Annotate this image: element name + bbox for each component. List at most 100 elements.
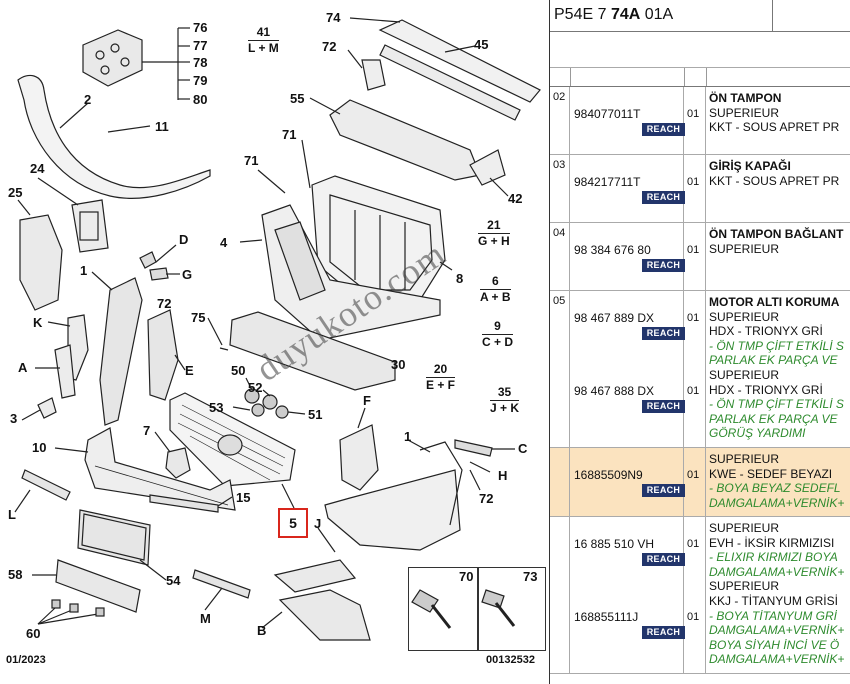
reach-badge: REACH bbox=[642, 259, 685, 272]
reach-badge: REACH bbox=[642, 484, 685, 497]
part-number[interactable]: 98 384 676 80 bbox=[574, 243, 651, 257]
part-number[interactable]: 16885509N9 bbox=[574, 468, 643, 482]
diagram-ref-number: 00132532 bbox=[486, 654, 535, 666]
callout-53: 53 bbox=[209, 400, 224, 415]
callout-51: 51 bbox=[308, 407, 323, 422]
part-spec: KKT - SOUS APRET PR bbox=[709, 120, 840, 135]
part-note: DAMGALAMA+VERNİK+ bbox=[709, 623, 845, 638]
group-35: 35 J + K bbox=[490, 385, 520, 416]
group-number: 6 bbox=[491, 274, 499, 288]
part-spec: EVH - İKSİR KIRMIZISI bbox=[709, 535, 835, 550]
part-note: - ÖN TMP ÇİFT ETKİLİ S bbox=[709, 338, 844, 353]
callout-1: 1 bbox=[80, 263, 88, 278]
fastener-inset-box bbox=[408, 567, 546, 651]
part-number[interactable]: 98 467 888 DX bbox=[574, 384, 655, 398]
callout-77: 77 bbox=[193, 38, 208, 53]
part-spec: SUPERIEUR bbox=[709, 105, 780, 120]
callout-71: 71 bbox=[282, 127, 297, 142]
callout-80: 80 bbox=[193, 92, 208, 107]
highlighted-part-5[interactable]: 5 bbox=[278, 508, 308, 538]
callout-42: 42 bbox=[508, 191, 523, 206]
group-members: J + K bbox=[490, 399, 520, 415]
part-note: - ÖN TMP ÇİFT ETKİLİ S bbox=[709, 397, 844, 412]
callout-3: 3 bbox=[10, 411, 18, 426]
callout-7: 7 bbox=[143, 423, 151, 438]
group-21: 21 G + H bbox=[478, 218, 510, 249]
part-number[interactable]: 16 885 510 VH bbox=[574, 537, 655, 551]
quantity: 01 bbox=[687, 611, 700, 623]
part-spec: SUPERIEUR bbox=[709, 368, 780, 382]
callout-J: J bbox=[314, 516, 322, 531]
group-members: L + M bbox=[248, 39, 279, 55]
quantity-cell: 01 bbox=[684, 223, 706, 290]
part-number[interactable]: 98 467 889 DX bbox=[574, 311, 655, 325]
group-members: C + D bbox=[482, 333, 514, 349]
quantity: 01 bbox=[687, 108, 700, 120]
part-spec: SUPERIEUR bbox=[709, 452, 780, 466]
group-number: 20 bbox=[433, 362, 448, 376]
part-number[interactable]: 168855111J bbox=[574, 610, 639, 624]
part-spec: SUPERIEUR bbox=[709, 521, 780, 535]
part-note: PARLAK EK PARÇA VE bbox=[709, 353, 838, 368]
group-9: 9 C + D bbox=[482, 319, 514, 350]
part-note: GÖRÜŞ YARDIMI bbox=[709, 426, 806, 441]
quantity: 01 bbox=[687, 176, 700, 188]
quantity-cell: 01 01 bbox=[684, 517, 706, 673]
quantity: 01 bbox=[687, 244, 700, 256]
callout-30: 30 bbox=[391, 357, 406, 372]
row-index bbox=[550, 448, 570, 516]
part-number[interactable]: 984077011T bbox=[574, 107, 641, 121]
quantity: 01 bbox=[687, 469, 700, 481]
part-spec: KWE - SEDEF BEYAZI bbox=[709, 466, 833, 481]
callout-74: 74 bbox=[326, 10, 341, 25]
part-note: DAMGALAMA+VERNİK+ bbox=[709, 652, 845, 667]
callout-4: 4 bbox=[220, 235, 228, 250]
callout-79: 79 bbox=[193, 73, 208, 88]
callout-76: 76 bbox=[193, 20, 208, 35]
callout-M: M bbox=[200, 611, 211, 626]
part-note: PARLAK EK PARÇA VE bbox=[709, 411, 838, 426]
part-spec: SUPERIEUR bbox=[709, 579, 780, 594]
callout-70: 70 bbox=[459, 569, 474, 584]
part-spec: SUPERIEUR bbox=[709, 241, 780, 256]
callout-72-b: 72 bbox=[157, 296, 172, 311]
callout-25: 25 bbox=[8, 185, 23, 200]
part-spec: KKJ - TİTANYUM GRİSİ bbox=[709, 594, 838, 608]
callout-A: A bbox=[18, 360, 28, 375]
part-spec: HDX - TRIONYX GRİ bbox=[709, 324, 823, 339]
callout-B: B bbox=[257, 623, 267, 638]
callout-11: 11 bbox=[155, 119, 169, 134]
callout-H: H bbox=[498, 468, 508, 483]
callout-45: 45 bbox=[474, 37, 489, 52]
callout-L: L bbox=[8, 507, 16, 522]
catalog-code: P54E 7 74A 01A bbox=[554, 6, 674, 23]
callout-50: 50 bbox=[231, 363, 246, 378]
group-6: 6 A + B bbox=[480, 274, 511, 305]
quantity-cell: 01 bbox=[684, 87, 706, 154]
parts-diagram: 76 77 78 79 80 74 72 45 2 11 55 71 71 42… bbox=[6, 10, 546, 666]
callout-78: 78 bbox=[193, 55, 208, 70]
quantity: 01 bbox=[687, 538, 700, 550]
table-spacer bbox=[550, 32, 850, 68]
reach-badge: REACH bbox=[642, 400, 685, 413]
row-index: 05 bbox=[550, 291, 570, 447]
part-number[interactable]: 984217711T bbox=[574, 175, 641, 189]
part-note: DAMGALAMA+VERNİK+ bbox=[709, 564, 845, 579]
part-title: ÖN TAMPON BAĞLANT bbox=[709, 227, 844, 241]
part-note: BOYA SİYAH İNCİ VE Ö bbox=[709, 637, 840, 652]
quantity: 01 bbox=[687, 385, 700, 397]
callout-C: C bbox=[518, 441, 528, 456]
